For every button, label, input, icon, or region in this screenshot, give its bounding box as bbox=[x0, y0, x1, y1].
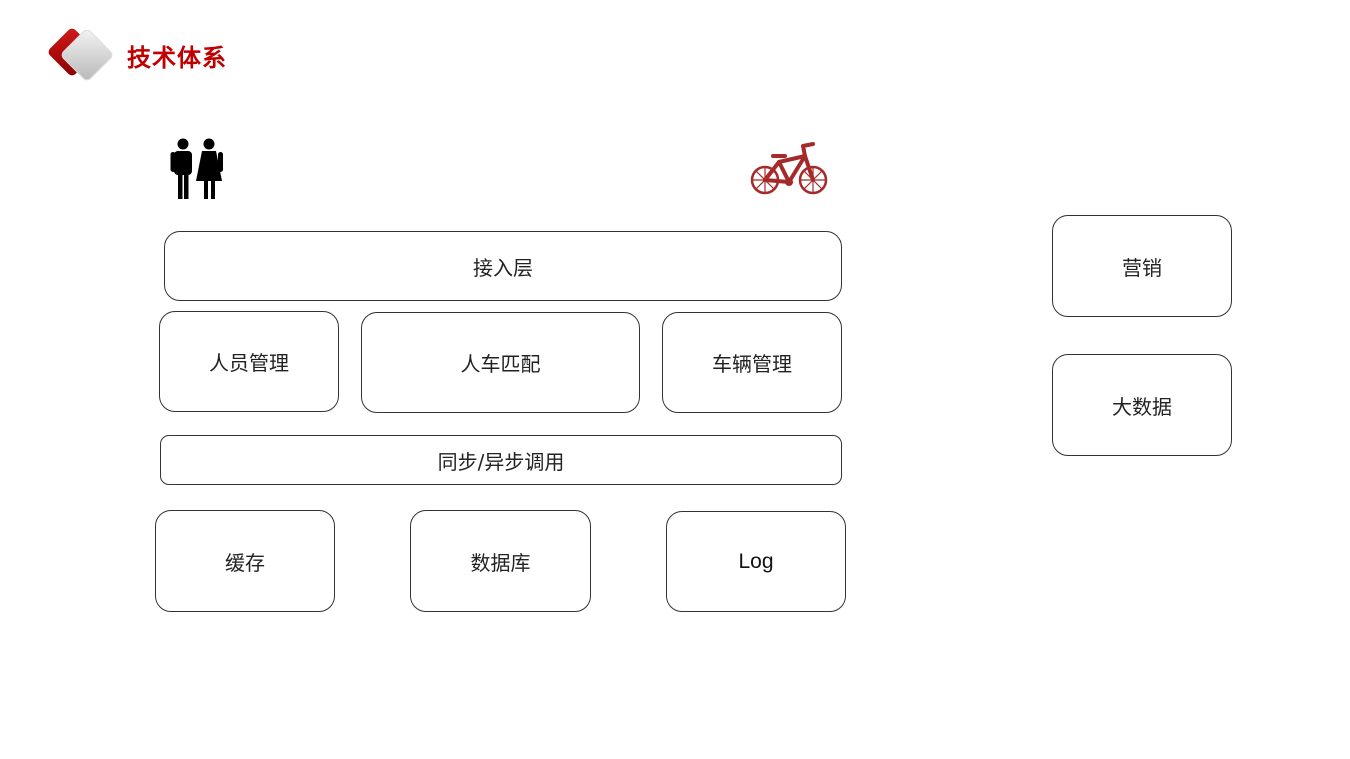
access-layer-label: 接入层 bbox=[473, 255, 533, 280]
side-label-marketing: 营销 bbox=[1122, 255, 1162, 280]
service-box-personnel: 人员管理 bbox=[159, 311, 339, 412]
page-title: 技术体系 bbox=[127, 44, 227, 72]
side-box-bigdata: 大数据 bbox=[1052, 354, 1232, 456]
side-label-bigdata: 大数据 bbox=[1112, 394, 1172, 419]
people-icon bbox=[170, 138, 223, 199]
service-label-personnel: 人员管理 bbox=[209, 351, 289, 375]
call-layer-label: 同步/异步调用 bbox=[437, 449, 565, 474]
access-layer-box: 接入层 bbox=[164, 231, 842, 301]
call-layer-box: 同步/异步调用 bbox=[160, 435, 842, 485]
service-label-matching: 人车匹配 bbox=[460, 352, 541, 376]
storage-box-log: Log bbox=[666, 511, 846, 612]
bicycle-icon bbox=[750, 142, 828, 195]
storage-label-log: Log bbox=[738, 549, 774, 573]
diamond-logo-icon bbox=[48, 28, 113, 81]
storage-box-database: 数据库 bbox=[410, 510, 591, 612]
service-label-vehicle: 车辆管理 bbox=[712, 352, 792, 376]
side-box-marketing: 营销 bbox=[1052, 215, 1232, 317]
service-box-vehicle: 车辆管理 bbox=[662, 312, 842, 413]
storage-box-cache: 缓存 bbox=[155, 510, 335, 612]
service-box-matching: 人车匹配 bbox=[361, 312, 640, 413]
storage-label-database: 数据库 bbox=[470, 550, 531, 575]
storage-label-cache: 缓存 bbox=[225, 550, 265, 575]
